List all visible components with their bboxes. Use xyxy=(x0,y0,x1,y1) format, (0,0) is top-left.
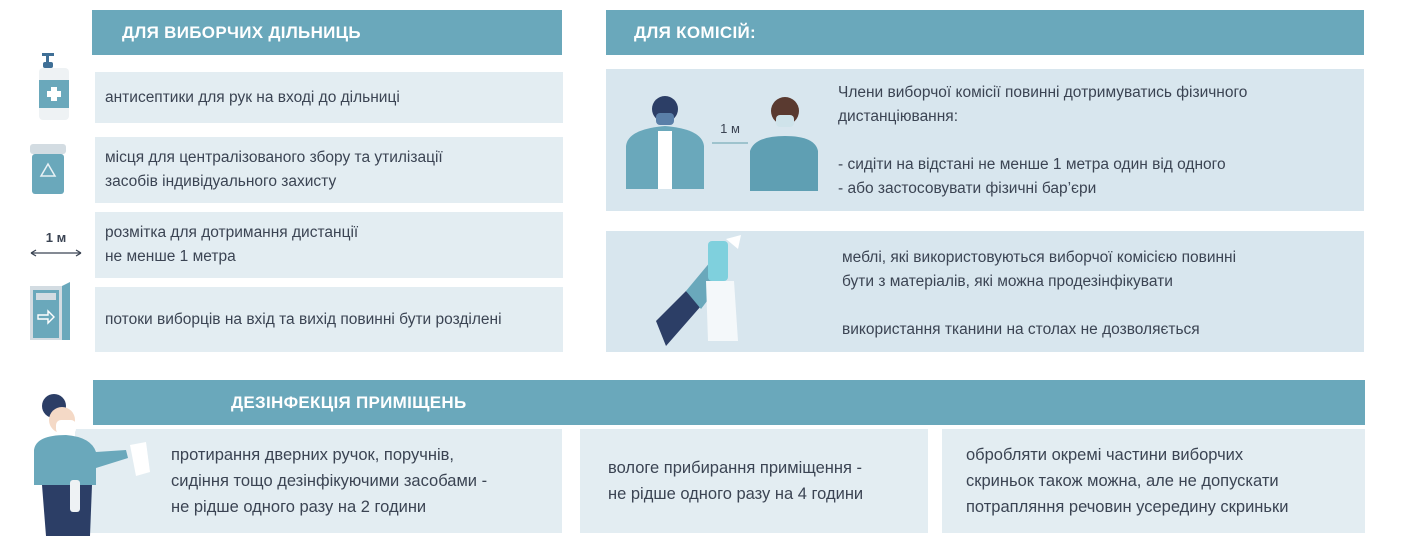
disinfection-item: протирання дверних ручок, поручнів, сиді… xyxy=(75,429,562,533)
polling-stations-title: ДЛЯ ВИБОРЧИХ ДІЛЬНИЦЬ xyxy=(122,22,361,42)
list-item: потоки виборців на вхід та вихід повинні… xyxy=(95,287,563,352)
people-distance-illustration: 1 м xyxy=(620,91,820,191)
list-item: місця для централізованого збору та утил… xyxy=(95,137,563,203)
sanitizer-bottle-icon xyxy=(36,50,72,122)
furniture-text: меблі, які використовуються виборчої ком… xyxy=(842,249,1237,338)
polling-stations-header: ДЛЯ ВИБОРЧИХ ДІЛЬНИЦЬ xyxy=(92,10,562,55)
furniture-card: меблі, які використовуються виборчої ком… xyxy=(606,231,1364,352)
commissions-title: ДЛЯ КОМІСІЙ: xyxy=(634,22,756,42)
spray-bottle-hand-illustration xyxy=(646,231,746,349)
commissions-header: ДЛЯ КОМІСІЙ: xyxy=(606,10,1364,55)
list-item: розмітка для дотримання дистанції не мен… xyxy=(95,212,563,278)
distancing-text: Члени виборчої комісії повинні дотримува… xyxy=(838,84,1248,197)
door-exit-icon xyxy=(28,282,72,342)
disinfection-item: обробляти окремі частини виборчих скринь… xyxy=(942,429,1365,533)
cleaning-woman-illustration xyxy=(26,390,156,536)
list-item: антисептики для рук на вході до дільниці xyxy=(95,72,563,123)
distance-arrow-icon: 1 м xyxy=(28,230,84,260)
recycle-bin-icon xyxy=(28,140,68,196)
distancing-card: 1 м Члени виборчої комісії повинні дотри… xyxy=(606,69,1364,211)
disinfection-item: вологе прибирання приміщення - не рідше … xyxy=(580,429,928,533)
disinfection-header: ДЕЗІНФЕКЦІЯ ПРИМІЩЕНЬ xyxy=(93,380,1365,425)
distance-label: 1 м xyxy=(720,121,740,136)
disinfection-title: ДЕЗІНФЕКЦІЯ ПРИМІЩЕНЬ xyxy=(231,392,467,412)
